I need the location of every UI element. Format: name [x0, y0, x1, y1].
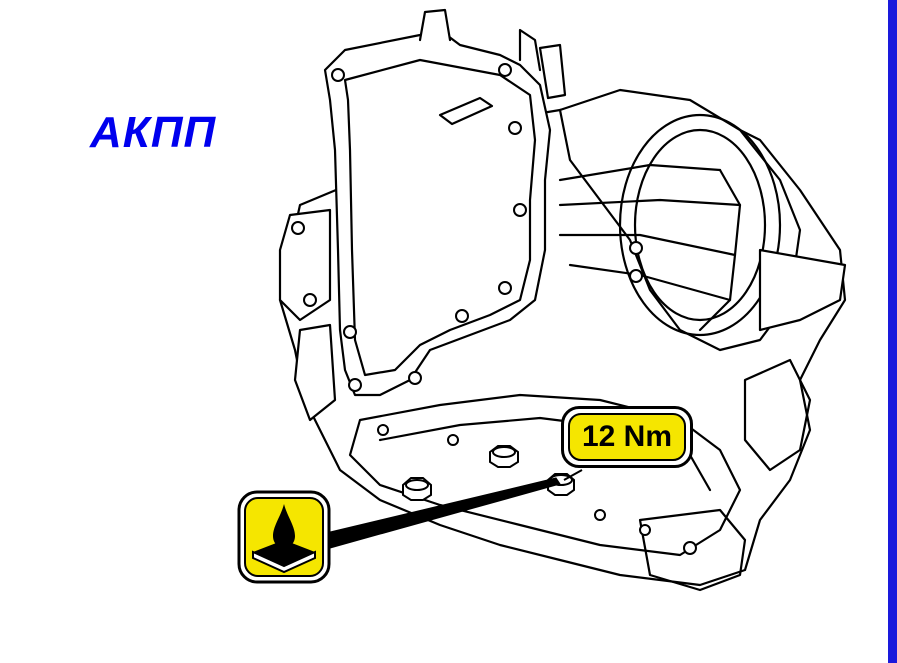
oil-drop-icon	[237, 490, 331, 584]
page-title: АКПП	[90, 108, 217, 157]
bell-housing	[558, 88, 802, 352]
valve-body-cover	[323, 28, 552, 397]
torque-spec-label: 12 Nm	[561, 406, 693, 468]
torque-value: 12 Nm	[568, 413, 686, 461]
right-accent-bar	[888, 0, 897, 663]
